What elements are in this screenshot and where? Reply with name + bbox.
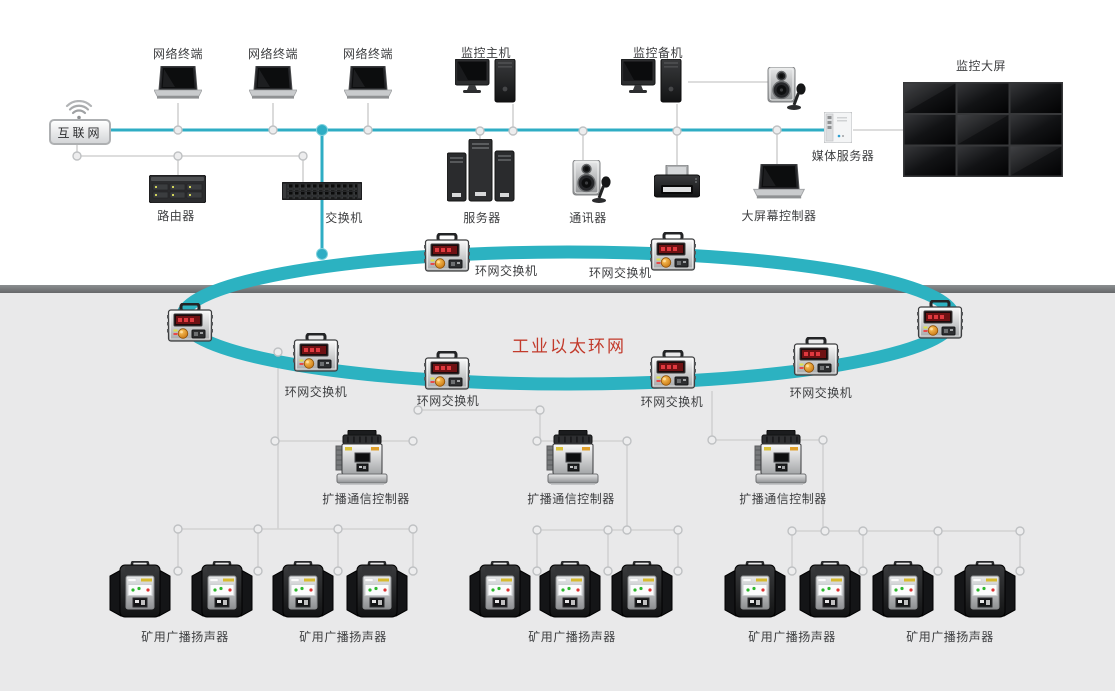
internet-node: 互联网 — [49, 119, 111, 145]
ring-switch-label: 环网交换机 — [589, 266, 652, 280]
ring-switch-icon — [293, 333, 339, 373]
broadcast-controller-icon — [332, 430, 392, 488]
laptop-icon — [344, 66, 392, 102]
controller-label: 扩播通信控制器 — [527, 492, 615, 506]
media-server-label: 媒体服务器 — [811, 149, 875, 163]
laptop-icon — [249, 66, 297, 102]
server-label: 服务器 — [463, 211, 501, 225]
ring-switch-icon — [917, 300, 963, 340]
mine-speaker-label: 矿用广播扬声器 — [748, 630, 836, 644]
laptop-icon — [154, 66, 202, 102]
controller-label: 扩播通信控制器 — [739, 492, 827, 506]
ring-switch-label: 环网交换机 — [475, 264, 538, 278]
mine-speaker-icon — [468, 561, 532, 619]
ring-switch-label: 环网交换机 — [640, 395, 704, 409]
ring-switch-icon — [650, 350, 696, 390]
printer-icon — [654, 165, 700, 202]
video-wall-icon — [903, 82, 1063, 177]
ring-network-title: 工业以太环网 — [512, 337, 626, 356]
internet-label: 互联网 — [57, 125, 103, 140]
mine-speaker-icon — [271, 561, 335, 619]
mine-speaker-label: 矿用广播扬声器 — [528, 630, 616, 644]
big-screen-label: 监控大屏 — [955, 59, 1007, 73]
ring-switch-icon — [424, 233, 470, 273]
mine-speaker-label: 矿用广播扬声器 — [141, 630, 229, 644]
mine-speaker-label: 矿用广播扬声器 — [299, 630, 387, 644]
laptop-icon — [753, 164, 805, 202]
broadcast-controller-icon — [543, 430, 603, 488]
terminal-label: 网络终端 — [247, 47, 299, 61]
mine-speaker-icon — [538, 561, 602, 619]
rack-server-icon — [447, 139, 515, 203]
big-screen-controller-label: 大屏幕控制器 — [741, 209, 817, 223]
ring-switch-icon — [793, 337, 839, 377]
switch-label: 交换机 — [325, 211, 363, 225]
wifi-icon — [65, 100, 93, 120]
router-icon — [149, 175, 206, 203]
terminal-label: 网络终端 — [342, 47, 394, 61]
ring-switch-icon — [650, 232, 696, 272]
ground-divider-bar — [0, 285, 1115, 293]
mine-speaker-icon — [798, 561, 862, 619]
desktop-pc-icon — [621, 59, 683, 105]
mine-speaker-icon — [953, 561, 1017, 619]
communicator-label: 通讯器 — [569, 211, 607, 225]
ring-switch-label: 环网交换机 — [416, 394, 480, 408]
speaker-mic-icon — [764, 67, 810, 111]
mine-speaker-icon — [610, 561, 674, 619]
mine-speaker-icon — [345, 561, 409, 619]
mine-speaker-icon — [871, 561, 935, 619]
controller-label: 扩播通信控制器 — [322, 492, 410, 506]
mine-speaker-label: 矿用广播扬声器 — [906, 630, 994, 644]
ring-switch-label: 环网交换机 — [284, 385, 348, 399]
desktop-pc-icon — [455, 59, 517, 105]
monitor-host-label: 监控主机 — [460, 46, 512, 60]
speaker-mic-icon — [569, 160, 615, 204]
mine-speaker-icon — [190, 561, 254, 619]
monitor-backup-label: 监控备机 — [632, 46, 684, 60]
broadcast-controller-icon — [751, 430, 811, 488]
mine-speaker-icon — [108, 561, 172, 619]
terminal-label: 网络终端 — [152, 47, 204, 61]
switch-icon — [282, 182, 362, 200]
ring-switch-icon — [424, 351, 470, 391]
ring-switch-label: 环网交换机 — [789, 386, 853, 400]
router-label: 路由器 — [157, 209, 195, 223]
ring-switch-icon — [167, 303, 213, 343]
media-server-icon — [824, 112, 852, 143]
mine-speaker-icon — [723, 561, 787, 619]
underground-section-background — [0, 293, 1115, 691]
